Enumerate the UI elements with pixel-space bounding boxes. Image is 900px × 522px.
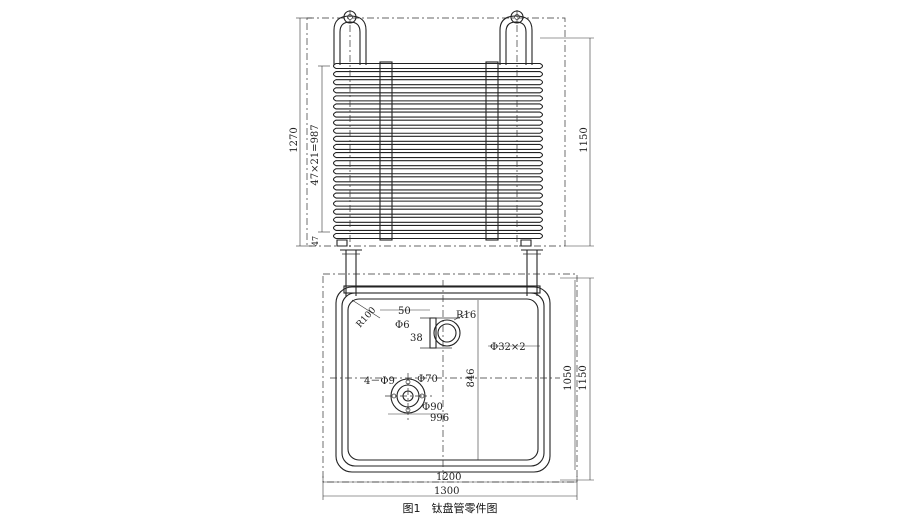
left-support-bar [379,61,393,241]
coil-tube [332,184,544,191]
dim-1150: 1150 [578,365,589,390]
dim-phi70: Φ70 [417,374,438,385]
top-bracket [343,285,541,294]
dim-1200: 1200 [436,472,461,483]
coil-tube [332,200,544,207]
top-view-envelope [306,17,566,247]
coil-tube [332,176,544,183]
dim-holes-4-phi9: 4－Φ9 [364,376,395,387]
coil-tube-bundle [332,62,544,240]
left-outlet-stub [336,239,348,247]
coil-tube [332,143,544,151]
coil-tube [332,168,544,175]
top-view-dimensions [296,17,594,247]
coil-tube [332,224,544,231]
coil-tube [332,87,544,94]
dim-846: 846 [466,368,477,387]
dim-coil-pitch: 47×21=987 [310,124,321,185]
dim-phi6: Φ6 [395,320,410,331]
centre-pipe-connector [420,317,461,349]
coil-tube [332,103,544,110]
dim-1300: 1300 [434,486,459,497]
dim-50: 50 [398,306,411,317]
coil-tube [332,135,544,142]
dim-tube-phi32x2: Φ32×2 [490,342,526,353]
dim-r16: R16 [456,310,476,321]
top-view-coil: 1270 47×21=987 1150 47 [289,10,594,250]
coil-tube [332,208,544,215]
coil-tube [332,111,544,118]
coil-tube [332,62,544,70]
coil-tube [332,79,544,86]
right-outlet-stub [520,239,532,247]
right-inlet-hook [499,10,533,65]
dim-small-47: 47 [311,236,320,246]
coil-tube [332,160,544,167]
dim-coil-height: 1150 [579,127,590,152]
bottom-flange [385,373,432,420]
right-support-bar [485,61,499,241]
plan-dimensions [322,277,594,500]
coil-tube [332,232,544,240]
coil-tube [332,192,544,199]
coil-tube [332,127,544,134]
coil-tube [332,119,544,126]
figure-caption: 图1 钛盘管零件图 [403,501,498,515]
dim-1050: 1050 [563,365,574,390]
coil-tube [332,151,544,159]
dim-overall-height: 1270 [289,127,300,152]
coil-tube [332,71,544,78]
plan-view: R100 50 Φ6 R16 38 Φ32×2 4－Φ9 Φ70 Φ90 996… [322,249,594,500]
dim-996: 996 [430,413,449,424]
dim-radius-r100: R100 [355,305,379,330]
coil-tube [332,216,544,223]
coil-tube [332,95,544,102]
plan-right-inlet-pipe [521,249,543,296]
dim-38: 38 [410,333,423,344]
dim-phi90: Φ90 [422,402,443,413]
